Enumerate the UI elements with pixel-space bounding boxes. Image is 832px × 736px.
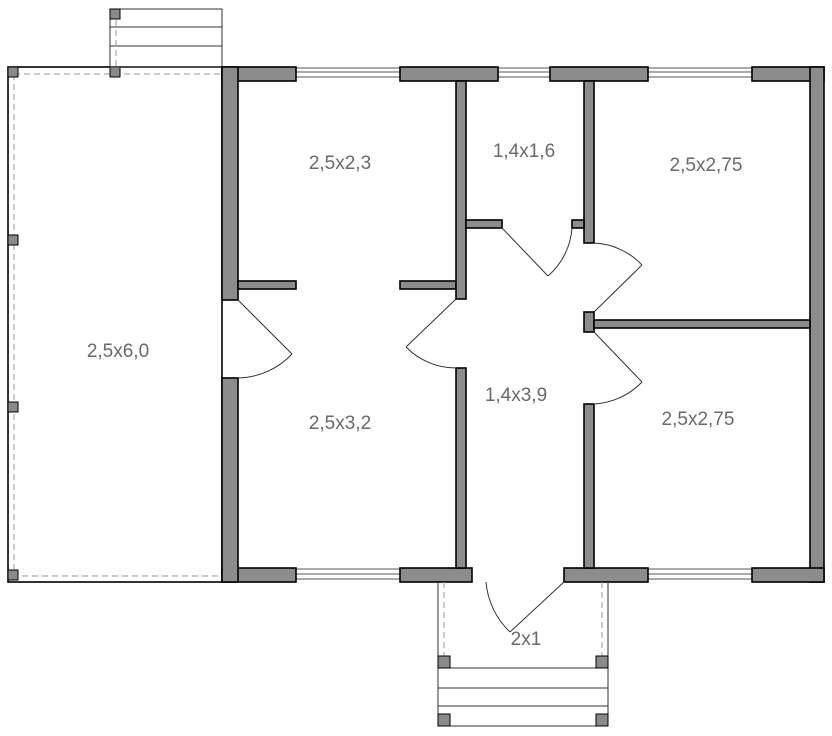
room-label-bottom-left: 2,5x3,2 xyxy=(309,413,371,434)
room-labels: 2,5x6,0 2,5x2,3 1,4x1,6 2,5x2,75 2,5x3,2… xyxy=(87,141,743,650)
room-label-bottom-right: 2,5x2,75 xyxy=(662,409,735,430)
post xyxy=(595,655,609,669)
post xyxy=(7,234,19,246)
room-label-porch: 2x1 xyxy=(511,629,542,650)
walls xyxy=(221,66,825,583)
room-label-top-right: 2,5x2,75 xyxy=(670,155,743,176)
porch xyxy=(437,582,609,727)
post xyxy=(7,66,19,78)
post xyxy=(437,655,451,669)
post xyxy=(7,401,19,413)
doors xyxy=(237,227,643,633)
post xyxy=(109,8,121,20)
room-label-bathroom: 1,4x1,6 xyxy=(493,141,555,162)
terrace xyxy=(7,66,223,583)
post xyxy=(437,713,451,727)
room-label-top-left: 2,5x2,3 xyxy=(309,153,371,174)
top-steps xyxy=(109,8,223,68)
post xyxy=(595,713,609,727)
post xyxy=(109,66,121,78)
post xyxy=(7,569,19,581)
windows xyxy=(296,67,752,580)
room-label-hallway: 1,4x3,9 xyxy=(485,385,547,406)
room-label-terrace: 2,5x6,0 xyxy=(87,341,149,362)
